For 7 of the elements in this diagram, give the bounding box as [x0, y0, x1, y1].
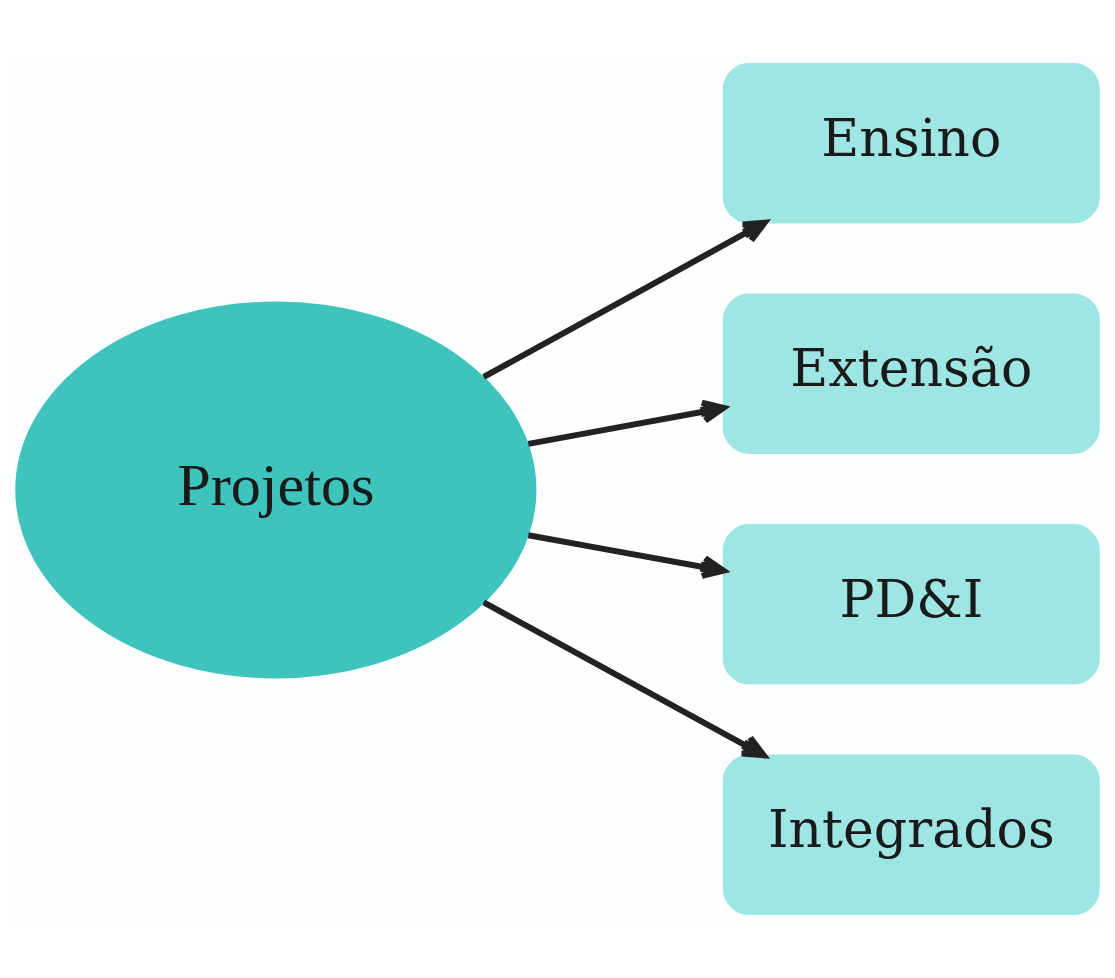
node-box: Ensino	[722, 63, 1100, 224]
arrow	[482, 599, 767, 759]
node-ellipse: Projetos	[15, 301, 537, 679]
arrow	[482, 219, 768, 380]
node-box: Integrados	[722, 754, 1100, 915]
node-box: PD&I	[722, 524, 1100, 685]
node-box: Extensão	[722, 293, 1100, 454]
